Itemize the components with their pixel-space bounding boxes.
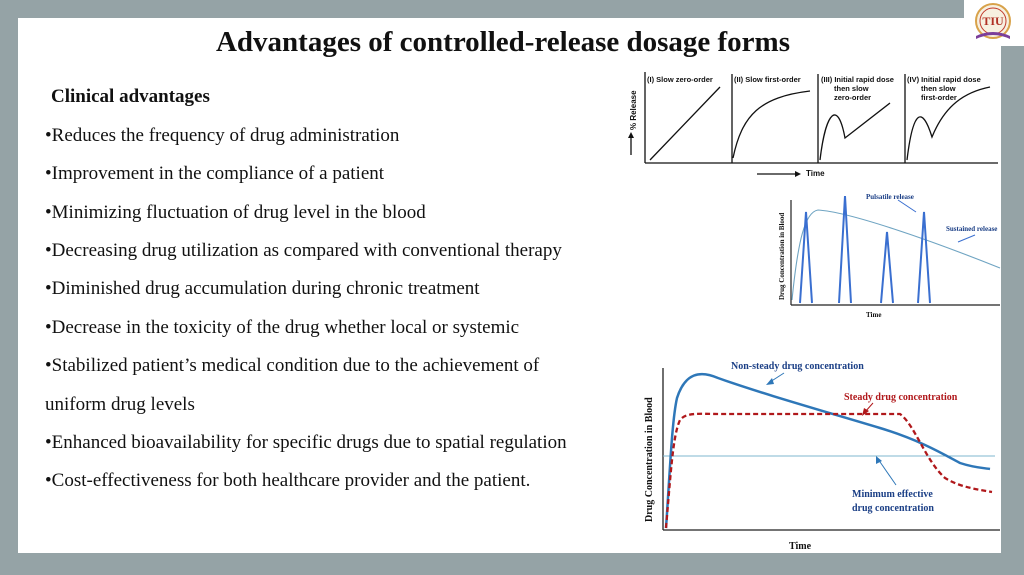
logo-emblem-icon: TIU [975, 3, 1011, 39]
bullet-marker: • [45, 317, 52, 338]
fig1-ylabel: % Release [629, 90, 638, 130]
fig2-ylabel: Drug Concentration in Blood [778, 213, 786, 300]
university-logo: TIU [964, 0, 1024, 46]
fig3-label-min-line1: Minimum effective [852, 489, 933, 500]
bullet-text: Diminished drug accumulation during chro… [51, 278, 480, 299]
fig3-label-min-line2: drug concentration [852, 503, 934, 514]
bullet-item: •Enhanced bioavailability for specific d… [45, 432, 567, 454]
bullet-item: •Stabilized patient’s medical condition … [45, 355, 539, 377]
bullet-marker: • [45, 202, 52, 223]
fig1-panel-label: then slow [834, 84, 869, 93]
pulsatile-release-figure: Pulsatile release Sustained release Time… [778, 193, 1001, 319]
bullet-text: Reduces the frequency of drug administra… [51, 125, 400, 146]
fig1-panel-label: (III) Initial rapid dose [821, 75, 894, 84]
bullet-continuation: uniform drug levels [45, 394, 195, 416]
bullet-text: Stabilized patient’s medical condition d… [51, 355, 540, 376]
fig1-panel-label: zero-order [834, 93, 871, 102]
bullet-marker: • [45, 470, 52, 491]
bullet-item: •Reduces the frequency of drug administr… [45, 125, 399, 147]
bullet-item: •Minimizing fluctuation of drug level in… [45, 202, 426, 224]
bullet-item: •Decreasing drug utilization as compared… [45, 240, 562, 262]
logo-text: TIU [982, 14, 1004, 28]
bullet-text: Decrease in the toxicity of the drug whe… [51, 317, 520, 338]
fig1-panel-label: first-order [921, 93, 957, 102]
bullet-text: Improvement in the compliance of a patie… [51, 163, 385, 184]
bullet-text: Decreasing drug utilization as compared … [51, 240, 562, 261]
fig2-xlabel: Time [866, 311, 881, 319]
bullet-item: •Cost-effectiveness for both healthcare … [45, 470, 530, 492]
bullet-item: •Improvement in the compliance of a pati… [45, 163, 384, 185]
fig3-label-steady: Steady drug concentration [844, 392, 958, 403]
fig3-label-nonsteady: Non-steady drug concentration [731, 361, 864, 372]
bullet-text: Cost-effectiveness for both healthcare p… [51, 470, 531, 491]
fig1-panel-label: then slow [921, 84, 956, 93]
bullet-marker: • [45, 355, 52, 376]
svg-text:(I) Slow zero-order (II): (I) Slow zero-order (II) Slow first-orde… [647, 75, 983, 102]
slide-title: Advantages of controlled-release dosage … [215, 26, 790, 58]
bullet-text: Enhanced bioavailability for specific dr… [51, 432, 567, 453]
fig1-panel-label: (II) Slow first-order [734, 75, 801, 84]
fig3-label-min: Minimum effective drug concentration [852, 489, 935, 514]
fig1-xlabel: Time [806, 169, 825, 178]
bullet-marker: • [45, 163, 52, 184]
fig3-ylabel: Drug Concentration in Blood [644, 397, 655, 522]
release-profiles-figure: % Release Time (I) Slow zero-order (II) … [628, 72, 998, 178]
fig2-label-sustained: Sustained release [946, 225, 997, 233]
concentration-profile-figure: Non-steady drug concentration Steady dru… [644, 361, 1000, 552]
bullet-item: •Diminished drug accumulation during chr… [45, 278, 480, 300]
bullet-item: •Decrease in the toxicity of the drug wh… [45, 317, 519, 339]
bullet-marker: • [45, 125, 52, 146]
fig1-panel-label: (IV) Initial rapid dose [907, 75, 981, 84]
bullet-marker: • [45, 240, 52, 261]
bullet-marker: • [45, 432, 52, 453]
section-heading: Clinical advantages [51, 86, 210, 107]
fig3-xlabel: Time [789, 541, 812, 552]
bullet-marker: • [45, 278, 52, 299]
fig2-label-pulsatile: Pulsatile release [866, 193, 914, 201]
bullet-text: Minimizing fluctuation of drug level in … [51, 202, 426, 223]
fig1-panel-label: (I) Slow zero-order [647, 75, 713, 84]
bullet-text: uniform drug levels [45, 394, 195, 415]
slide: Advantages of controlled-release dosage … [18, 18, 1001, 553]
